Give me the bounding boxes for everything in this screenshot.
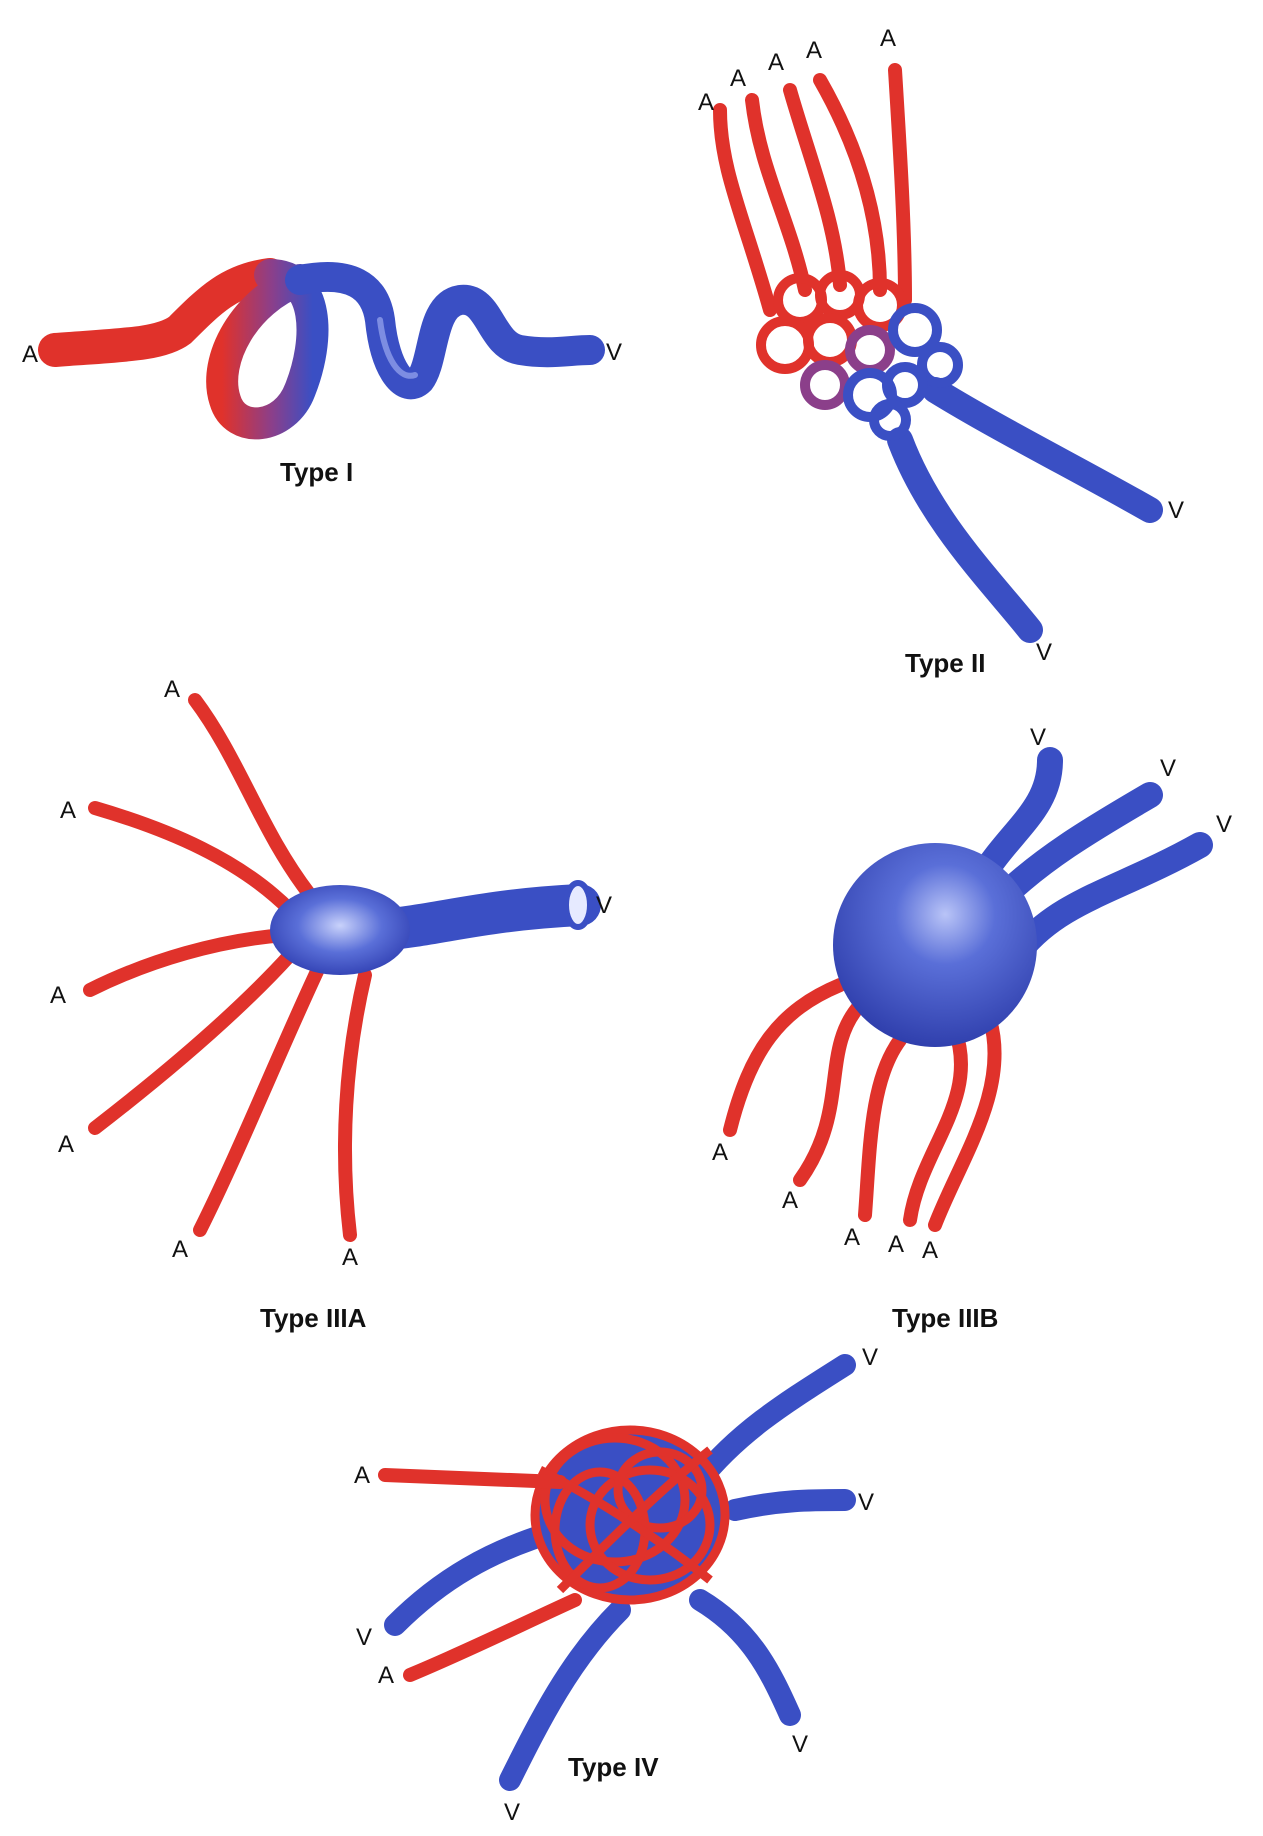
label-v: V — [1030, 724, 1046, 751]
label-a: A — [172, 1236, 188, 1263]
artery-vessel — [83, 928, 292, 997]
panel-type-ii: A A A A A V V Type II — [698, 25, 1184, 678]
artery-vessel — [745, 93, 812, 297]
artery-vessel — [813, 73, 887, 297]
vein-vessel — [724, 1489, 856, 1521]
vein-vessel — [922, 377, 1163, 523]
venous-sac — [270, 885, 410, 975]
label-v: V — [596, 892, 612, 919]
artery-vessel — [903, 1023, 968, 1227]
label-a: A — [768, 49, 784, 76]
nidus-tangle — [756, 270, 963, 441]
label-v: V — [1036, 639, 1052, 666]
artery-vessel — [793, 998, 867, 1187]
panel-type-i: A V Type I — [22, 258, 622, 487]
label-a: A — [60, 797, 76, 824]
label-a: A — [806, 37, 822, 64]
label-a: A — [342, 1244, 358, 1271]
venous-ball — [833, 843, 1037, 1047]
artery-vessel — [88, 801, 297, 917]
artery-vessel — [713, 103, 777, 317]
vein-vessel — [359, 884, 601, 951]
panel-type-iiib: V V V A A A A A Type IIIB — [712, 724, 1232, 1333]
artery-vessel — [88, 948, 297, 1135]
label-a: A — [922, 1237, 938, 1264]
label-v: V — [504, 1799, 520, 1826]
artery-vessel — [193, 958, 327, 1237]
label-a: A — [50, 982, 66, 1009]
artery-vessel — [38, 258, 287, 367]
label-a: A — [698, 89, 714, 116]
vein-vessel — [689, 1589, 801, 1726]
artery-vessel — [378, 1468, 567, 1489]
vein-vessel — [887, 427, 1043, 643]
vein-highlight — [377, 317, 418, 379]
vein-vessel — [285, 262, 605, 400]
panel-title: Type IIIA — [260, 1303, 367, 1333]
label-a: A — [880, 25, 896, 52]
artery-vessel — [858, 1033, 907, 1222]
label-v: V — [1160, 755, 1176, 782]
artery-vessel — [723, 978, 847, 1137]
label-v: V — [862, 1344, 878, 1371]
label-v: V — [356, 1624, 372, 1651]
artery-vessel — [888, 63, 912, 307]
artery-vessel — [783, 83, 847, 292]
vein-vessel — [689, 1354, 856, 1491]
label-v: V — [1216, 811, 1232, 838]
artery-vessel — [928, 1013, 1002, 1232]
artery-vessel — [338, 968, 372, 1242]
artery-vessel — [188, 693, 317, 902]
label-a: A — [164, 676, 180, 703]
label-a: A — [730, 65, 746, 92]
panel-title: Type IIIB — [892, 1303, 998, 1333]
panel-title: Type IV — [568, 1752, 659, 1782]
artery-vessel — [403, 1593, 582, 1682]
label-a: A — [354, 1462, 370, 1489]
label-a: A — [782, 1187, 798, 1214]
loop-vessel — [206, 259, 329, 440]
panel-title: Type II — [905, 648, 985, 678]
label-a: A — [712, 1139, 728, 1166]
panel-title: Type I — [280, 457, 353, 487]
label-v: V — [792, 1731, 808, 1758]
label-a: A — [844, 1224, 860, 1251]
label-a: A — [58, 1131, 74, 1158]
panel-type-iv: V V A V A V V Type IV — [354, 1344, 878, 1826]
vein-vessel — [499, 1599, 631, 1791]
label-v: V — [858, 1489, 874, 1516]
vein-opening — [563, 880, 593, 930]
label-v: V — [606, 339, 622, 366]
label-a: A — [22, 341, 38, 368]
label-a: A — [888, 1231, 904, 1258]
label-v: V — [1168, 497, 1184, 524]
label-a: A — [378, 1662, 394, 1689]
panel-type-iiia: A A A A A A V Type IIIA — [50, 676, 612, 1333]
